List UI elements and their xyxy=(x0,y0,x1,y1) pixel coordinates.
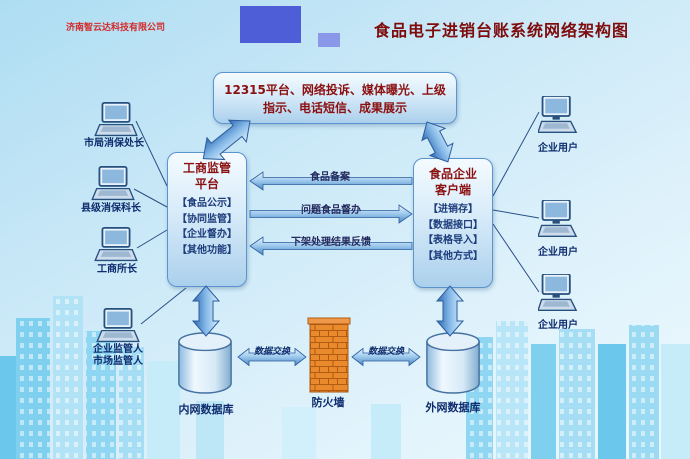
client-item-table-import: 【表格导入】 xyxy=(423,235,483,247)
company-name: 济南智云达科技有限公司 xyxy=(66,23,166,33)
enterprise-client-title-line1: 食品企业 xyxy=(428,167,477,181)
laptop-icon xyxy=(91,166,135,204)
flow-label-problem-food-supervision: 问题食品督办 xyxy=(301,205,361,216)
desktop-icon xyxy=(538,200,578,240)
flow-label-food-filing: 食品备案 xyxy=(310,172,350,183)
deco-rectangle-large xyxy=(240,6,301,43)
left-user-station-2 xyxy=(91,166,135,204)
flow-label-delisting-feedback: 下架处理结果反馈 xyxy=(291,237,371,248)
external-channels-line2: 指示、电话短信、成果展示 xyxy=(262,101,407,115)
enterprise-client-items: 【进销存】 【数据接口】 【表格导入】 【其他方式】 xyxy=(414,202,492,264)
double-arrow-platform-to-internal-db xyxy=(191,285,221,337)
deco-rectangle-small xyxy=(318,33,340,47)
left-user-label-1: 市局消保处长 xyxy=(84,138,144,149)
page-title: 食品电子进销台账系统网络架构图 xyxy=(374,21,630,40)
client-item-inventory: 【进销存】 xyxy=(428,204,478,216)
regulator-platform-title: 工商监管 平台 xyxy=(168,161,246,192)
client-item-data-interface: 【数据接口】 xyxy=(423,219,483,231)
enterprise-client-box: 食品企业 客户端 【进销存】 【数据接口】 【表格导入】 【其他方式】 xyxy=(413,158,493,288)
firewall-label: 防火墙 xyxy=(311,396,345,409)
double-arrow-client-to-external-db xyxy=(435,285,465,337)
laptop-icon xyxy=(94,227,138,265)
right-user-station-3 xyxy=(538,274,578,314)
laptop-icon xyxy=(96,308,140,346)
regulator-platform-box: 工商监管 平台 【食品公示】 【协同监管】 【企业督办】 【其他功能】 xyxy=(167,152,247,287)
right-user-station-1 xyxy=(538,96,578,136)
external-database-label: 外网数据库 xyxy=(425,401,481,414)
laptop-icon xyxy=(94,102,138,140)
regulator-platform-title-line2: 平台 xyxy=(194,176,219,191)
data-exchange-label-left: 数据交换 xyxy=(253,347,290,357)
internal-database-label: 内网数据库 xyxy=(178,403,234,416)
left-user-station-1 xyxy=(94,102,138,140)
external-channels-box: 12315平台、网络投诉、媒体曝光、上级 指示、电话短信、成果展示 xyxy=(213,72,457,124)
right-user-label-2: 企业用户 xyxy=(538,247,578,258)
right-user-label-3: 企业用户 xyxy=(538,320,578,331)
left-user-label-4-line2: 市场监管人 xyxy=(93,356,143,367)
regulator-platform-title-line1: 工商监管 xyxy=(182,161,231,175)
right-user-station-2 xyxy=(538,200,578,240)
platform-item-food-publicity: 【食品公示】 xyxy=(177,198,237,210)
platform-item-joint-supervision: 【协同监管】 xyxy=(177,213,237,225)
enterprise-client-title-line2: 客户端 xyxy=(434,182,471,197)
right-user-label-1: 企业用户 xyxy=(538,143,578,154)
left-user-label-4-line1: 企业监管人 xyxy=(93,344,143,355)
left-user-station-4 xyxy=(96,308,140,346)
external-database-icon xyxy=(426,332,480,394)
enterprise-client-title: 食品企业 客户端 xyxy=(414,167,492,198)
desktop-icon xyxy=(538,274,578,314)
internal-database-icon xyxy=(178,332,232,394)
desktop-icon xyxy=(538,96,578,136)
left-user-station-3 xyxy=(94,227,138,265)
left-user-label-2: 县级消保科长 xyxy=(81,203,141,214)
platform-item-other-functions: 【其他功能】 xyxy=(177,244,237,256)
regulator-platform-items: 【食品公示】 【协同监管】 【企业督办】 【其他功能】 xyxy=(168,196,246,258)
firewall-icon xyxy=(307,317,351,393)
left-user-label-3: 工商所长 xyxy=(97,264,137,275)
client-item-other-methods: 【其他方式】 xyxy=(423,250,483,262)
data-exchange-label-right: 数据交换 xyxy=(367,347,404,357)
platform-item-enterprise-supervision: 【企业督办】 xyxy=(177,229,237,241)
external-channels-line1: 12315平台、网络投诉、媒体曝光、上级 xyxy=(224,83,446,97)
